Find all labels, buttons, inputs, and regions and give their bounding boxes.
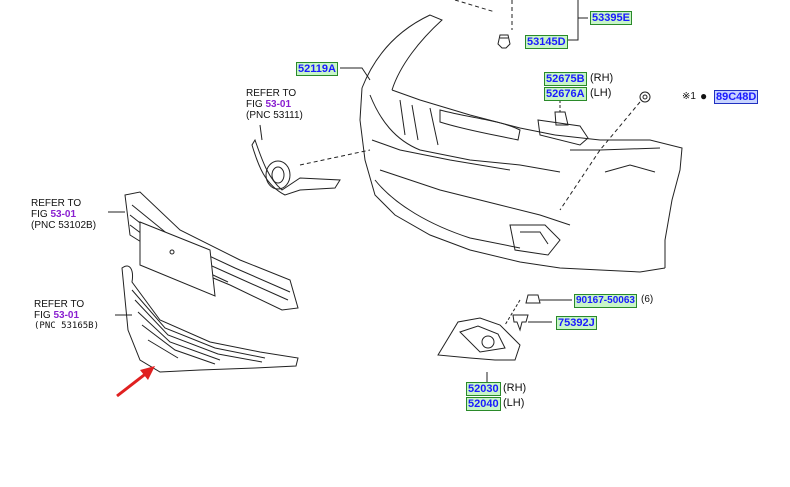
part-link-89c48d[interactable]: 89C48D [714, 90, 759, 104]
fog-lamp-bezel-part [437, 317, 521, 361]
lower-grille-part [121, 265, 299, 373]
ref-pnc: (PNC 53111) [246, 110, 303, 121]
ref-fig-prefix: FIG [31, 209, 51, 220]
figure-reference-53165b: REFER TO FIG 53-01 (PNC 53165B) [34, 299, 99, 332]
ref-label: REFER TO [34, 299, 85, 310]
clip-53145d-part [497, 34, 511, 49]
leader-line [577, 0, 588, 19]
bullet-icon: ● [700, 89, 708, 103]
part-link-53395e[interactable]: 53395E [590, 11, 632, 25]
leader-line [340, 67, 371, 81]
part-link-52119a[interactable]: 52119A [296, 62, 338, 76]
side-label-lh: (LH) [503, 397, 525, 409]
part-link-52676a[interactable]: 52676A [544, 87, 587, 101]
clip-75392j-part [512, 314, 529, 332]
figure-link-53-01[interactable]: 53-01 [265, 99, 292, 110]
screw-90167-part [525, 294, 541, 304]
figure-reference-53102b: REFER TO FIG 53-01 (PNC 53102B) [31, 198, 96, 231]
emblem-grille-part [251, 138, 341, 196]
note-marker: ※1 [682, 91, 696, 102]
ref-pnc: (PNC 53102B) [31, 220, 97, 231]
part-link-52040[interactable]: 52040 [466, 397, 501, 411]
figure-link-53-01[interactable]: 53-01 [53, 310, 80, 321]
quantity-label: (6) [641, 294, 654, 305]
upper-grille-part [124, 191, 299, 311]
side-label-rh: (RH) [503, 382, 527, 394]
ref-label: REFER TO [31, 198, 82, 209]
leader-line [259, 124, 263, 141]
side-label-rh: (RH) [590, 72, 614, 84]
part-link-90167-50063[interactable]: 90167-50063 [574, 294, 637, 308]
part-link-53145d[interactable]: 53145D [525, 35, 568, 49]
leader-line [559, 101, 641, 211]
side-label-lh: (LH) [590, 87, 612, 99]
leader-line [454, 0, 496, 13]
bumper-bracket-part [537, 100, 589, 146]
ref-fig-prefix: FIG [34, 310, 54, 321]
part-link-75392j[interactable]: 75392J [556, 316, 597, 330]
ref-pnc: (PNC 53165B) [34, 321, 100, 331]
front-bumper-cover-part [359, 14, 683, 273]
part-link-52675b[interactable]: 52675B [544, 72, 587, 86]
part-link-52030[interactable]: 52030 [466, 382, 501, 396]
screw-89c48d-part [639, 91, 651, 103]
figure-reference-53111: REFER TO FIG 53-01 (PNC 53111) [246, 88, 303, 121]
highlight-arrow [116, 366, 155, 398]
ref-label: REFER TO [246, 88, 297, 99]
leader-line [504, 299, 521, 326]
ref-fig-prefix: FIG [246, 99, 266, 110]
leader-line [299, 149, 371, 166]
figure-link-53-01[interactable]: 53-01 [50, 209, 77, 220]
